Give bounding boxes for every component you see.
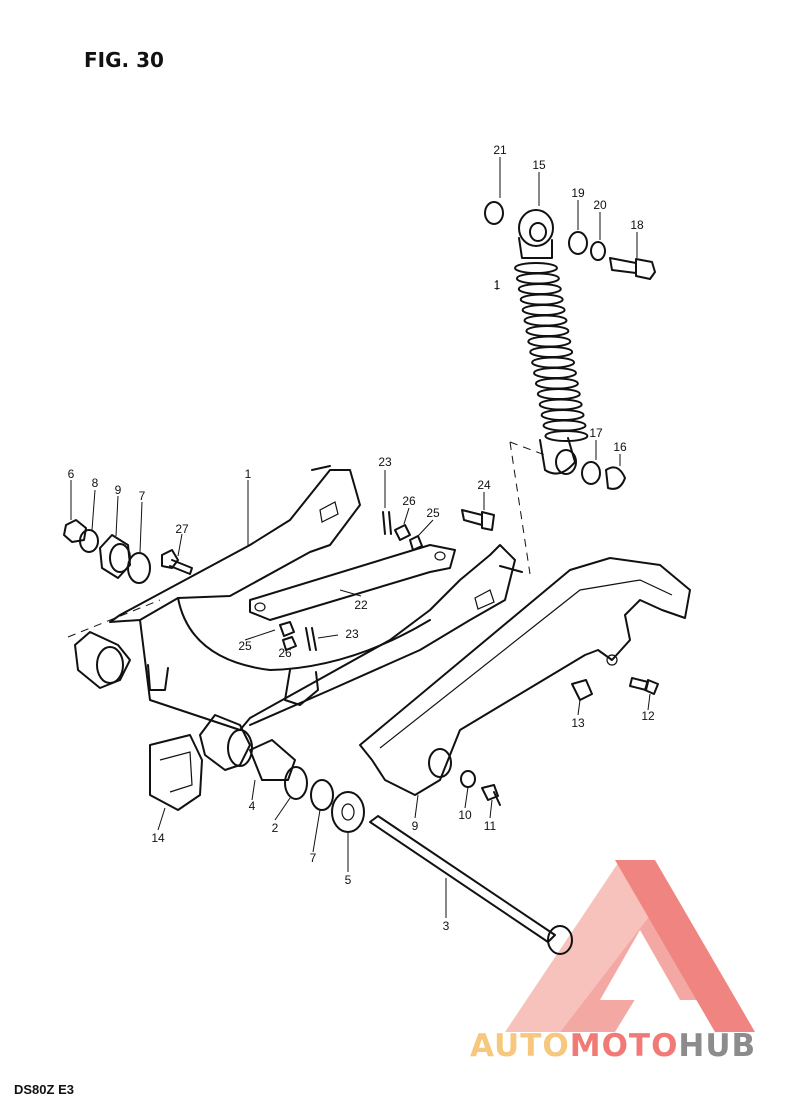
callout-6: 6 xyxy=(68,467,75,481)
watermark-auto: AUTO xyxy=(470,1028,570,1064)
callout-10: 10 xyxy=(458,808,472,822)
spring-coil xyxy=(531,356,576,369)
washer-25-lower xyxy=(279,621,295,637)
shock-spring xyxy=(514,262,589,442)
washer-7-left xyxy=(127,552,151,584)
spring-coil xyxy=(527,335,572,348)
washer-19 xyxy=(568,231,588,255)
spring-coil xyxy=(533,367,577,379)
watermark-text: AUTOMOTOHUB xyxy=(470,1028,756,1064)
callout-3: 3 xyxy=(443,919,450,933)
callout-26b: 26 xyxy=(278,646,292,660)
leader-lines xyxy=(70,157,651,918)
spring-coil xyxy=(544,430,589,442)
dust-cover-14 xyxy=(149,734,203,811)
bolt-12 xyxy=(629,677,659,695)
washer-7-right xyxy=(310,779,334,811)
callout-22: 22 xyxy=(354,598,368,612)
screw-11 xyxy=(481,784,501,806)
spring-coil xyxy=(529,346,574,358)
callout-7b: 7 xyxy=(310,851,317,865)
callout-21: 21 xyxy=(493,143,507,157)
callout-14: 14 xyxy=(151,831,165,845)
alignment-line xyxy=(509,441,531,575)
bushing-9 xyxy=(99,534,131,579)
callout-4: 4 xyxy=(249,799,256,813)
callout-15: 15 xyxy=(532,158,546,172)
spring-coil xyxy=(525,325,570,337)
spring-coil xyxy=(519,293,564,306)
callout-7a: 7 xyxy=(139,489,146,503)
spring-coil xyxy=(540,409,585,421)
callout-9b: 9 xyxy=(412,819,419,833)
washer-25-upper xyxy=(409,535,423,551)
figure-title: FIG. 30 xyxy=(84,48,164,72)
model-code: DS80Z E3 xyxy=(14,1082,74,1097)
bolt-24 xyxy=(461,509,495,531)
callout-9: 9 xyxy=(115,483,122,497)
callout-13: 13 xyxy=(571,716,585,730)
callout-17: 17 xyxy=(589,426,603,440)
torque-link-22 xyxy=(249,544,456,621)
callout-25a: 25 xyxy=(426,506,440,520)
swingarm-bushing-right xyxy=(199,714,253,771)
washer-17 xyxy=(581,461,601,485)
cotter-pin-23-lower xyxy=(305,627,311,651)
washer-10 xyxy=(460,770,476,788)
bolt-18 xyxy=(609,257,656,280)
callout-1b: 1 xyxy=(245,467,252,481)
callout-19: 19 xyxy=(571,186,585,200)
cotter-pin-23-upper xyxy=(382,511,386,535)
spring-coil xyxy=(536,388,581,400)
collar-4 xyxy=(249,739,296,781)
callout-26a: 26 xyxy=(402,494,416,508)
washer-20 xyxy=(590,241,606,261)
callout-1a: 1 xyxy=(494,278,501,292)
callout-16: 16 xyxy=(613,440,627,454)
chain-case xyxy=(359,557,691,796)
nut-6 xyxy=(63,519,87,543)
callout-2: 2 xyxy=(272,821,279,835)
swingarm xyxy=(109,465,523,731)
callout-23a: 23 xyxy=(378,455,392,469)
bolt-27 xyxy=(161,549,193,575)
callout-20: 20 xyxy=(593,198,607,212)
callout-18: 18 xyxy=(630,218,644,232)
shock-absorber xyxy=(514,209,589,475)
callout-25b: 25 xyxy=(238,639,252,653)
spring-coil xyxy=(515,272,560,285)
watermark-hub: HUB xyxy=(678,1028,757,1064)
callout-11: 11 xyxy=(484,819,497,833)
washer-21 xyxy=(484,201,504,225)
spring-coil xyxy=(534,377,579,390)
spring-coil xyxy=(517,283,562,295)
watermark-moto: MOTO xyxy=(569,1028,679,1064)
washer-8 xyxy=(79,529,99,553)
callout-8: 8 xyxy=(92,476,99,490)
callout-12: 12 xyxy=(641,709,655,723)
spring-coil xyxy=(521,304,566,316)
spring-coil xyxy=(514,262,558,274)
swingarm-bushing-left xyxy=(74,631,131,689)
nut-5 xyxy=(331,791,365,833)
nut-26-lower xyxy=(282,636,297,651)
callout-23b: 23 xyxy=(345,627,359,641)
spring-coil xyxy=(523,314,568,327)
callout-27: 27 xyxy=(175,522,189,536)
callout-24: 24 xyxy=(477,478,491,492)
nut-26-upper xyxy=(394,524,411,541)
spring-coil xyxy=(538,398,583,411)
pivot-shaft-3 xyxy=(369,815,573,955)
spring-coil xyxy=(542,419,587,432)
cap-nut-16 xyxy=(605,466,626,490)
grommet-13 xyxy=(571,679,593,701)
watermark-logo xyxy=(505,860,755,1032)
spacer-2 xyxy=(284,766,308,800)
callout-5: 5 xyxy=(345,873,352,887)
